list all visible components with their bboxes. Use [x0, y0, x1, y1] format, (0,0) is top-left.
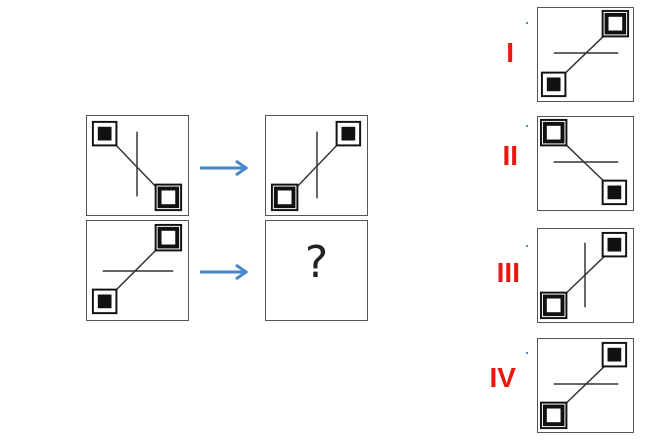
diagonal-line [559, 360, 611, 411]
diagonal-line [292, 139, 344, 192]
corner-box-fill [607, 347, 622, 362]
corner-box-fill [341, 126, 356, 141]
corner-box-hollow-inner [542, 294, 565, 317]
diagonal-line [559, 138, 611, 189]
corner-box-fill [97, 294, 112, 309]
corner-box-hollow-inner [542, 121, 565, 144]
decorative-dot [526, 245, 528, 247]
corner-box-hollow-inner [604, 12, 627, 35]
corner-box-fill [97, 126, 112, 141]
arrow-icon [200, 263, 249, 281]
tile-graphic [270, 120, 362, 212]
corner-box-fill [607, 185, 622, 200]
puzzle-tile-bottom-left [86, 220, 189, 321]
puzzle-tile-top-left [86, 115, 189, 216]
question-mark: ? [304, 237, 329, 288]
option-tile-iii[interactable] [537, 228, 634, 323]
decorative-dot [526, 352, 528, 354]
puzzle-tile-unknown: ? [265, 220, 368, 321]
puzzle-tile-top-right [265, 115, 368, 216]
corner-box-hollow-inner [273, 186, 296, 209]
corner-box-fill [546, 77, 561, 92]
option-tile-iv[interactable] [537, 338, 634, 433]
corner-box-hollow-inner [542, 404, 565, 427]
decorative-dot [526, 125, 528, 127]
option-tile-i[interactable] [537, 7, 634, 102]
option-label-ii: II [502, 140, 518, 171]
corner-box-hollow-inner [157, 186, 180, 209]
tile-graphic [539, 341, 628, 430]
decorative-dot [526, 22, 528, 24]
option-label-iii: III [496, 257, 520, 288]
option-label-i: I [506, 37, 514, 68]
tile-graphic [539, 118, 628, 206]
option-tile-ii[interactable] [537, 116, 634, 211]
corner-box-hollow-inner [157, 226, 180, 249]
corner-box-fill [607, 237, 622, 252]
tile-graphic [540, 9, 630, 98]
tile-graphic [91, 120, 183, 212]
tile-graphic [91, 223, 183, 315]
arrow-icon [200, 159, 249, 177]
diagonal-line [110, 139, 161, 192]
tile-graphic [539, 231, 628, 320]
option-label-iv: IV [489, 362, 516, 393]
